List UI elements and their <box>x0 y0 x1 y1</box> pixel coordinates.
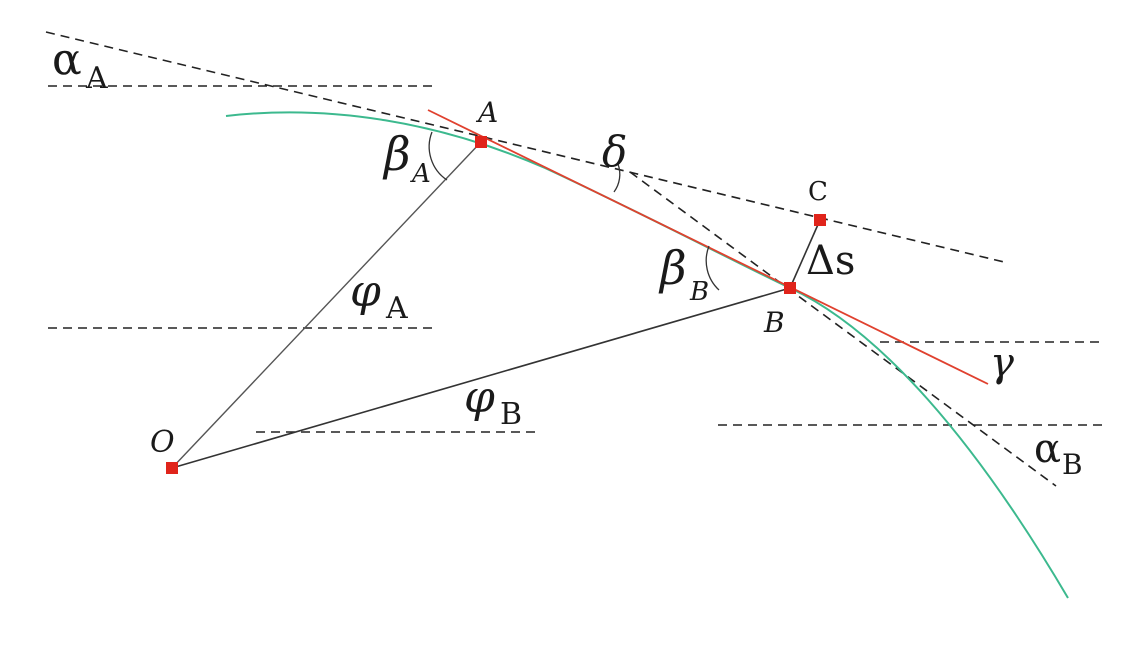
phi-b-symbol: φ <box>464 372 495 423</box>
beta-a-symbol: β <box>382 127 411 181</box>
radius-line-ob <box>171 287 791 469</box>
radius-line-oa <box>171 141 482 469</box>
beta-b-subscript: B <box>689 277 709 307</box>
angle-arc-beta-b <box>705 245 720 291</box>
point-o-marker <box>166 462 178 474</box>
alpha-a-subscript: A <box>85 61 108 96</box>
point-b-marker <box>784 282 796 294</box>
tangent-line-b <box>629 171 1057 487</box>
phi-b-subscript: B <box>500 397 522 432</box>
point-b-label: B <box>763 306 785 339</box>
phi-a-symbol: φ <box>350 266 381 317</box>
phi-a-subscript: A <box>385 291 408 326</box>
point-c-marker <box>814 214 826 226</box>
angle-arc-beta-a <box>428 131 448 181</box>
point-a-label: A <box>475 96 498 129</box>
alpha-b-symbol: α <box>1034 426 1061 472</box>
point-o-label: O <box>150 425 175 460</box>
beta-a-subscript: A <box>410 159 431 189</box>
delta-s-label: Δs <box>806 238 855 284</box>
delta-s-segment <box>789 219 821 289</box>
gamma-label: γ <box>990 340 1014 386</box>
beta-b-symbol: β <box>658 241 687 295</box>
alpha-b-subscript: B <box>1062 448 1083 481</box>
delta-label: δ <box>602 127 627 176</box>
angle-arc-delta <box>613 163 621 193</box>
point-c-label: C <box>808 177 828 207</box>
tangent-line-a <box>45 31 1005 263</box>
alpha-a-symbol: α <box>52 34 82 85</box>
point-a-marker <box>475 136 487 148</box>
